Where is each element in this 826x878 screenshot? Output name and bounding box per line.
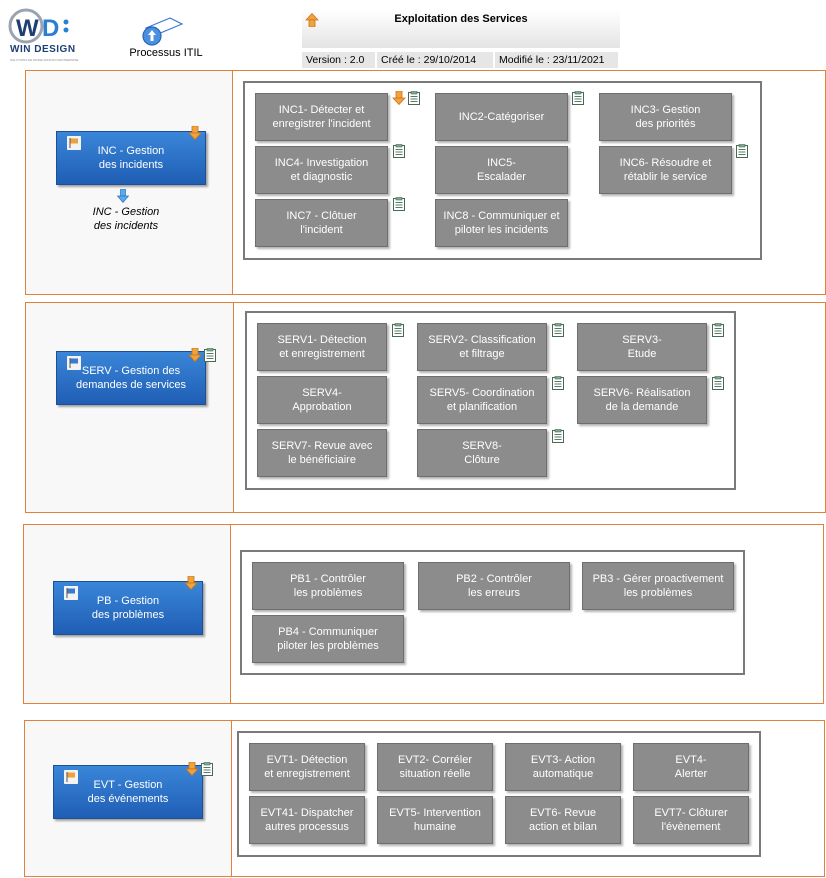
process-evt-label: EVT - Gestion des événements <box>87 779 169 805</box>
brand-name: WIN DESIGN <box>10 44 76 55</box>
task-inc2[interactable]: INC2-Catégoriser <box>435 93 568 141</box>
task-inc3[interactable]: INC3- Gestion des priorités <box>599 93 732 141</box>
orange-down-arrow-icon[interactable] <box>188 348 202 362</box>
document-icon[interactable] <box>572 91 584 105</box>
blue-down-arrow-icon[interactable] <box>117 189 129 203</box>
process-itil-icon[interactable] <box>140 14 184 48</box>
task-serv2[interactable]: SERV2- Classification et filtrage <box>417 323 547 371</box>
process-serv[interactable]: SERV - Gestion des demandes de services <box>56 351 206 405</box>
document-icon[interactable] <box>712 323 724 337</box>
orange-down-arrow-icon[interactable] <box>188 126 202 140</box>
version-text: Version : 2.0 <box>302 52 375 68</box>
task-serv8[interactable]: SERV8- Clôture <box>417 429 547 477</box>
row-inc: INC - Gestion des incidents INC - Gestio… <box>25 70 826 295</box>
orange-down-arrow-icon[interactable] <box>392 91 406 105</box>
task-evt6[interactable]: EVT6- Revue action et bilan <box>505 796 621 844</box>
document-icon[interactable] <box>712 376 724 390</box>
task-serv5[interactable]: SERV5- Coordination et planification <box>417 376 547 424</box>
flag-icon <box>64 770 78 784</box>
task-evt3[interactable]: EVT3- Action automatique <box>505 743 621 791</box>
task-serv3[interactable]: SERV3- Etude <box>577 323 707 371</box>
windesign-logo: W D WIN DESIGN SOLUTIONS DE MODELISATION… <box>8 8 78 64</box>
task-evt5[interactable]: EVT5- Intervention humaine <box>377 796 493 844</box>
task-pb2[interactable]: PB2 - Contrôler les erreurs <box>418 562 570 610</box>
process-inc-label: INC - Gestion des incidents <box>97 145 165 171</box>
task-evt4[interactable]: EVT4- Alerter <box>633 743 749 791</box>
flag-icon <box>64 586 78 600</box>
created-date: Créé le : 29/10/2014 <box>377 52 493 68</box>
document-icon[interactable] <box>201 762 213 776</box>
process-pb[interactable]: PB - Gestion des problèmes <box>53 581 203 635</box>
row-pb: PB - Gestion des problèmes PB1 - Contrôl… <box>23 524 824 704</box>
title-band <box>302 10 620 48</box>
task-inc1[interactable]: INC1- Détecter et enregistrer l'incident <box>255 93 388 141</box>
document-icon[interactable] <box>393 144 405 158</box>
brand-tagline: SOLUTIONS DE MODELISATION D'ENTREPRISE <box>10 58 79 62</box>
flag-icon <box>67 356 81 370</box>
document-icon[interactable] <box>204 348 216 362</box>
task-evt1[interactable]: EVT1- Détection et enregistrement <box>249 743 365 791</box>
version-info: Version : 2.0 Créé le : 29/10/2014 Modif… <box>302 52 620 68</box>
task-evt41[interactable]: EVT41- Dispatcher autres processus <box>249 796 365 844</box>
process-serv-label: SERV - Gestion des demandes de services <box>75 365 187 391</box>
windesign-logo-icon: W D <box>8 8 69 44</box>
process-pb-label: PB - Gestion des problèmes <box>91 595 165 621</box>
document-icon[interactable] <box>393 197 405 211</box>
process-inc[interactable]: INC - Gestion des incidents <box>56 131 206 185</box>
document-icon[interactable] <box>392 323 404 337</box>
orange-down-arrow-icon[interactable] <box>185 762 199 776</box>
task-evt2[interactable]: EVT2- Corréler situation réelle <box>377 743 493 791</box>
task-serv4[interactable]: SERV4- Approbation <box>257 376 387 424</box>
task-inc6[interactable]: INC6- Résoudre et rétablir le service <box>599 146 732 194</box>
page-title: Exploitation des Services <box>394 13 528 25</box>
pb-task-frame: PB1 - Contrôler les problèmes PB2 - Cont… <box>240 550 745 675</box>
document-icon[interactable] <box>552 323 564 337</box>
flag-icon <box>67 136 81 150</box>
process-evt[interactable]: EVT - Gestion des événements <box>53 765 203 819</box>
evt-task-frame: EVT1- Détection et enregistrement EVT2- … <box>237 731 761 857</box>
task-serv6[interactable]: SERV6- Réalisation de la demande <box>577 376 707 424</box>
task-pb1[interactable]: PB1 - Contrôler les problèmes <box>252 562 404 610</box>
task-serv1[interactable]: SERV1- Détection et enregistrement <box>257 323 387 371</box>
inc-sublabel[interactable]: INC - Gestion des incidents <box>92 206 160 232</box>
serv-task-frame: SERV1- Détection et enregistrement SERV2… <box>245 311 736 490</box>
modified-date: Modifié le : 23/11/2021 <box>495 52 618 68</box>
row-evt: EVT - Gestion des événements EVT1- Détec… <box>24 720 825 877</box>
task-inc4[interactable]: INC4- Investigation et diagnostic <box>255 146 388 194</box>
process-itil-label[interactable]: Processus ITIL <box>129 47 203 59</box>
task-pb4[interactable]: PB4 - Communiquer piloter les problèmes <box>252 615 404 663</box>
task-evt7[interactable]: EVT7- Clôturer l'évènement <box>633 796 749 844</box>
task-inc5[interactable]: INC5- Escalader <box>435 146 568 194</box>
svg-text:D: D <box>42 15 59 42</box>
inc-task-frame: INC1- Détecter et enregistrer l'incident… <box>243 81 762 260</box>
document-icon[interactable] <box>552 376 564 390</box>
task-serv7[interactable]: SERV7- Revue avec le bénéficiaire <box>257 429 387 477</box>
task-pb3[interactable]: PB3 - Gérer proactivement les problèmes <box>582 562 734 610</box>
task-inc7[interactable]: INC7 - Clôtuer l'incident <box>255 199 388 247</box>
orange-down-arrow-icon[interactable] <box>184 576 198 590</box>
title-block: Exploitation des Services Version : 2.0 … <box>302 10 620 68</box>
document-icon[interactable] <box>408 91 420 105</box>
document-icon[interactable] <box>736 144 748 158</box>
task-inc8[interactable]: INC8 - Communiquer et piloter les incide… <box>435 199 568 247</box>
row-serv: SERV - Gestion des demandes de services … <box>25 302 826 513</box>
document-icon[interactable] <box>552 429 564 443</box>
svg-text:W: W <box>16 15 39 42</box>
